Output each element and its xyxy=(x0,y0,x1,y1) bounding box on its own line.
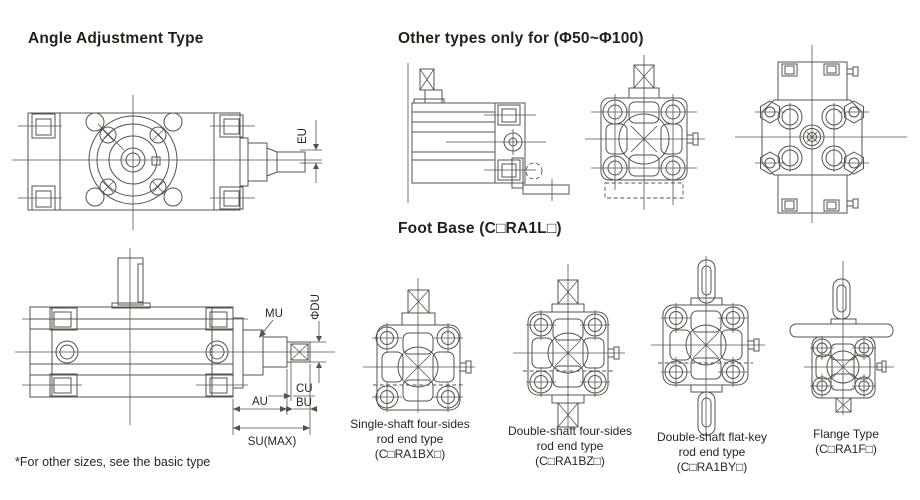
top-shaft xyxy=(401,289,436,326)
section-title-angle-adjustment: Angle Adjustment Type xyxy=(28,30,204,47)
section-title-foot-base: Foot Base (C□RA1L□) xyxy=(398,220,562,237)
drawing-variant-flat-key xyxy=(651,256,765,436)
caption-line: Single-shaft four-sides xyxy=(350,417,470,431)
drawing-variant-flange xyxy=(789,261,894,415)
rod-end-extension xyxy=(232,317,311,389)
dim-label-du: ΦDU xyxy=(310,294,322,320)
adjustment-shaft xyxy=(239,137,306,187)
centerlines xyxy=(585,55,705,210)
top-shaft xyxy=(413,68,445,104)
drawing-variant-single-shaft xyxy=(363,278,475,413)
top-shaft xyxy=(111,257,151,309)
chamfered-body xyxy=(761,99,863,176)
dim-label-au: AU xyxy=(252,396,268,408)
drawing-other-types-back-view xyxy=(735,45,907,223)
centerlines xyxy=(15,248,335,425)
dimension-du: ΦDU xyxy=(300,294,326,383)
top-shaft-flat-key xyxy=(830,278,857,325)
caption-line: Double-shaft four-sides xyxy=(507,424,633,438)
dim-label-su: SU(MAX) xyxy=(248,436,297,448)
centerlines xyxy=(735,45,907,223)
actuator-body xyxy=(27,112,241,211)
drawing-other-types-front-view xyxy=(585,55,705,210)
drawing-other-types-side-view xyxy=(407,63,570,203)
caption-line: (C□RA1BX□) xyxy=(374,447,446,461)
bottom-shaft-flat-key xyxy=(690,384,723,436)
corner-bolts xyxy=(372,323,463,412)
top-block xyxy=(777,61,859,101)
side-screw xyxy=(459,360,472,374)
caption-line: Flange Type xyxy=(813,427,879,441)
dim-label-cu: CU xyxy=(296,383,313,395)
bottom-block xyxy=(777,174,859,214)
dim-label-bu: BU xyxy=(296,397,312,409)
caption-line: rod end type xyxy=(536,439,604,453)
flange-bolts xyxy=(85,112,183,207)
bottom-shaft xyxy=(551,394,585,428)
dimension-cu: CU xyxy=(268,362,315,435)
caption-line: rod end type xyxy=(678,445,746,459)
port-bolts xyxy=(484,104,536,181)
top-shaft-flat-key xyxy=(690,259,723,306)
side-screw xyxy=(607,346,620,360)
footnote: *For other sizes, see the basic type xyxy=(15,455,211,469)
dimension-su: SU(MAX) xyxy=(233,425,310,448)
dimension-eu: EU xyxy=(297,120,322,183)
dim-label-mu: MU xyxy=(265,308,283,320)
caption-line: (C□RA1BY□) xyxy=(676,460,748,474)
caption-line: (C□RA1BZ□) xyxy=(535,454,605,468)
caption-line: (C□RA1F□) xyxy=(815,442,877,456)
section-title-other-types: Other types only for (Φ50~Φ100) xyxy=(398,30,644,47)
drawing-variant-double-shaft xyxy=(513,264,625,430)
caption-line: Double-shaft flat-key xyxy=(656,430,768,444)
caption-flange: Flange Type (C□RA1F□) xyxy=(782,427,910,457)
dimension-au-bu: AU BU xyxy=(232,369,317,435)
corner-bolts xyxy=(526,310,610,397)
bolt-holes xyxy=(777,103,847,172)
cylinder-body xyxy=(411,102,526,184)
corner-hex-nuts xyxy=(755,100,869,175)
caption-flat-key: Double-shaft flat-key rod end type (C□RA… xyxy=(642,430,782,475)
side-screw xyxy=(747,338,760,352)
caption-double-shaft: Double-shaft four-sides rod end type (C□… xyxy=(496,424,644,469)
center-bore xyxy=(531,318,605,388)
side-screw xyxy=(876,360,887,373)
lever-bracket xyxy=(511,157,570,201)
dim-label-eu: EU xyxy=(297,128,309,144)
corner-bolts xyxy=(810,336,876,398)
center-bore xyxy=(669,310,743,380)
caption-single-shaft: Single-shaft four-sides rod end type (C□… xyxy=(342,417,478,462)
foot-base-dashed-outline xyxy=(604,182,684,199)
center-port xyxy=(446,129,546,155)
corner-bolts xyxy=(661,303,748,387)
top-shaft xyxy=(551,279,585,313)
caption-line: rod end type xyxy=(376,432,444,446)
drawing-angle-adjustment-front-view: EU xyxy=(12,95,322,230)
dimension-mu: MU xyxy=(259,308,283,338)
drawing-foot-base-side-view: MU ΦDU CU xyxy=(15,248,335,448)
center-bore xyxy=(815,343,871,391)
bottom-shaft-stub xyxy=(835,397,852,413)
mounting-feet xyxy=(18,113,255,211)
flange-bar xyxy=(789,323,894,338)
center-bore xyxy=(381,332,455,402)
centerlines xyxy=(12,95,322,230)
